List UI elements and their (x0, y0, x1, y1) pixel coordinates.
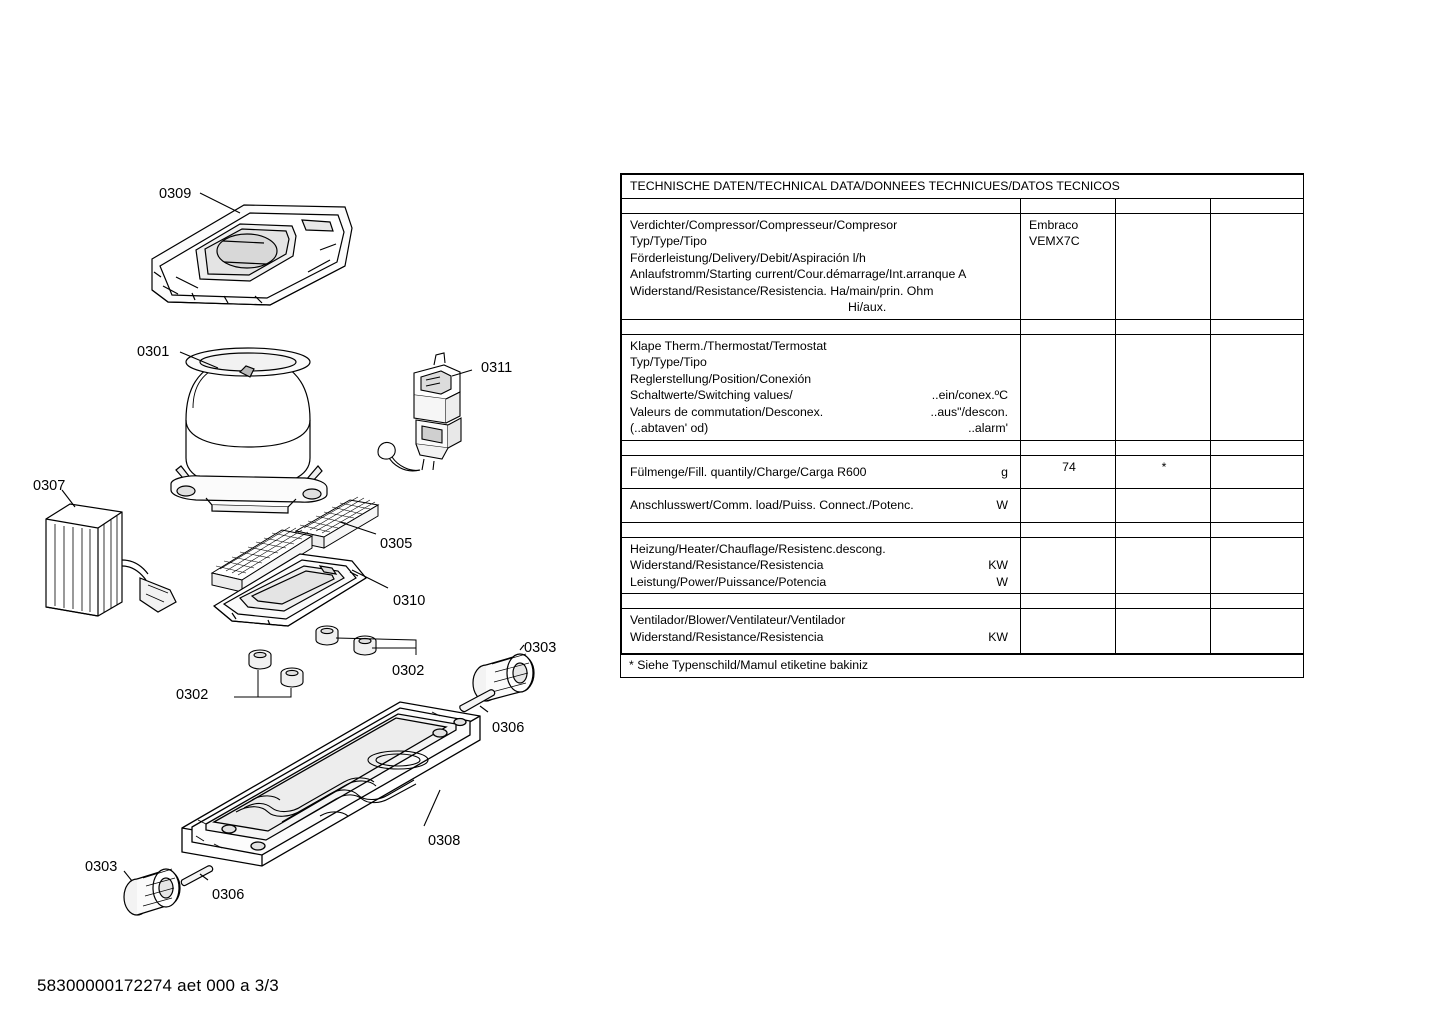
blower-unit-kw: KW (988, 629, 1008, 644)
table-title: TECHNISCHE DATEN/TECHNICAL DATA/DONNEES … (620, 174, 1305, 199)
part-label-0302-lower: 0302 (176, 687, 209, 703)
spacer-row-5 (621, 593, 1305, 609)
part-label-0310: 0310 (393, 593, 426, 609)
leader-0310 (351, 569, 389, 589)
row-value3-compressor (1209, 212, 1305, 320)
connected-load-unit: W (996, 498, 1008, 512)
row-desc-fill-quantity: Fülmenge/Fill. quantily/Charge/Carga R60… (621, 454, 1021, 489)
thermostat-unit-ein: ..ein/conex.ºC (931, 388, 1008, 402)
part-label-0305: 0305 (380, 536, 413, 552)
row-value3-fill-quantity (1209, 454, 1305, 489)
row-desc-connected-load: Anschlusswert/Comm. load/Puiss. Connect.… (621, 488, 1021, 523)
spacer-row-3 (621, 439, 1305, 456)
row-value1-thermostat (1020, 333, 1116, 441)
thermostat-unit-alarm: ..alarm' (968, 421, 1008, 435)
part-0306-pin-lower (180, 865, 214, 887)
row-value2-heater (1115, 536, 1211, 594)
row-desc-compressor: Verdichter/Compressor/Compresseur/Compre… (621, 212, 1021, 320)
row-value1-connected-load (1020, 488, 1116, 523)
part-0306-pin-upper (459, 689, 496, 713)
row-value2-thermostat (1115, 333, 1211, 441)
heater-unit-kw: KW (988, 558, 1008, 572)
leader-0301 (179, 351, 219, 369)
leader-0306-upper (479, 705, 489, 713)
part-0307-condenser (45, 503, 177, 617)
heater-unit-w: W (996, 574, 1008, 589)
row-value3-connected-load (1209, 488, 1305, 523)
row-desc-blower: Ventilador/Blower/Ventilateur/Ventilador… (621, 608, 1021, 654)
row-value2-compressor (1115, 212, 1211, 320)
table-row-fill-quantity: Fülmenge/Fill. quantily/Charge/Carga R60… (621, 454, 1305, 489)
leader-0306-lower (199, 873, 209, 881)
leaders-0302 (234, 637, 417, 698)
part-0305-grille-upper (294, 496, 380, 549)
technical-data-table: TECHNISCHE DATEN/TECHNICAL DATA/DONNEES … (620, 173, 1305, 678)
part-label-0306-upper: 0306 (492, 720, 525, 736)
spacer-row-4 (621, 521, 1305, 538)
leader-0309 (199, 192, 241, 214)
part-label-0302-upper: 0302 (392, 663, 425, 679)
leader-0303-lower (123, 870, 133, 882)
part-0302-grommet-c (248, 649, 272, 670)
row-value2-blower (1115, 608, 1211, 654)
row-value2-fill-quantity: * (1115, 454, 1211, 489)
part-label-0309: 0309 (159, 186, 192, 202)
part-label-0303-upper: 0303 (524, 640, 557, 656)
table-title-row: TECHNISCHE DATEN/TECHNICAL DATA/DONNEES … (620, 174, 1305, 199)
spacer-row-2 (621, 318, 1305, 335)
table-row-connected-load: Anschlusswert/Comm. load/Puiss. Connect.… (621, 488, 1305, 523)
leader-0305 (339, 521, 377, 535)
table-row-blower: Ventilador/Blower/Ventilateur/Ventilador… (621, 608, 1305, 654)
part-0310-drip-tray (212, 553, 367, 627)
row-value1-heater (1020, 536, 1116, 594)
table-row-heater: Heizung/Heater/Chauflage/Resistenc.desco… (621, 536, 1305, 594)
part-label-0303-lower: 0303 (85, 859, 118, 875)
row-value1-fill-quantity: 74 (1020, 454, 1116, 489)
part-0302-grommet-a (315, 625, 339, 646)
row-desc-thermostat: Klape Therm./Thermostat/Termostat Typ/Ty… (621, 333, 1021, 441)
leader-0308 (423, 789, 441, 827)
part-0303-roller-upper (472, 653, 535, 702)
table-row-compressor: Verdichter/Compressor/Compresseur/Compre… (621, 212, 1305, 320)
row-value3-blower (1209, 608, 1305, 654)
part-0303-roller-lower (123, 868, 181, 916)
row-value3-thermostat (1209, 333, 1305, 441)
fill-unit: g (1001, 464, 1008, 479)
spacer-row-1 (621, 197, 1305, 214)
leader-0307 (61, 489, 76, 508)
part-0308-base-plate (181, 701, 481, 867)
part-0309-cover (151, 204, 353, 306)
row-value1-compressor: Embraco VEMX7C (1020, 212, 1116, 320)
part-0311-thermostat (377, 352, 462, 472)
leader-0303-upper (519, 644, 525, 651)
leader-0311 (451, 369, 473, 377)
document-footer-code: 58300000172274 aet 000 a 3/3 (37, 976, 279, 995)
part-label-0301: 0301 (137, 344, 170, 360)
part-label-0308: 0308 (428, 833, 461, 849)
row-value3-heater (1209, 536, 1305, 594)
table-row-thermostat: Klape Therm./Thermostat/Termostat Typ/Ty… (621, 333, 1305, 441)
part-label-0307: 0307 (33, 478, 66, 494)
part-0301-compressor (170, 347, 328, 514)
part-label-0311: 0311 (481, 360, 513, 376)
row-value2-connected-load (1115, 488, 1211, 523)
row-value1-blower (1020, 608, 1116, 654)
thermostat-unit-aus: ..aus"/descon. (930, 404, 1008, 419)
table-footnote: * Siehe Typenschild/Mamul etiketine baki… (621, 654, 1303, 677)
row-desc-heater: Heizung/Heater/Chauflage/Resistenc.desco… (621, 536, 1021, 594)
part-0302-grommet-d (280, 667, 304, 688)
part-label-0306-lower: 0306 (212, 887, 245, 903)
